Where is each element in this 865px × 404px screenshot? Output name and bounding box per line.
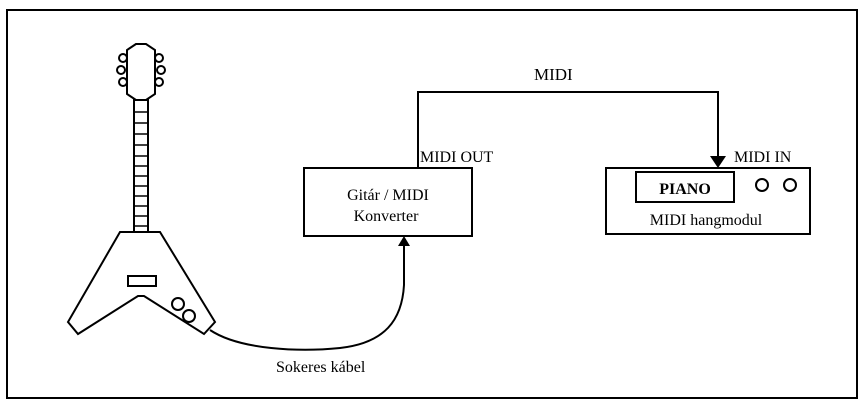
midi-in-label: MIDI IN — [734, 149, 792, 166]
guitar-knob — [172, 298, 184, 310]
guitar-knob — [183, 310, 195, 322]
midi-label: MIDI — [534, 65, 573, 84]
tuning-peg — [119, 78, 127, 86]
midi-arrowhead — [710, 156, 726, 168]
guitar-pickup — [128, 276, 156, 286]
tuning-peg — [155, 78, 163, 86]
tuning-peg — [155, 54, 163, 62]
converter-label-line2: Konverter — [354, 208, 420, 225]
guitar-body — [68, 232, 215, 334]
cable-arrowhead — [398, 236, 410, 246]
guitar-headstock — [127, 44, 155, 100]
sound-module-display-text: PIANO — [659, 181, 711, 198]
tuning-peg — [119, 54, 127, 62]
midi-out-label: MIDI OUT — [420, 149, 494, 166]
tuning-peg — [117, 66, 125, 74]
cable-label: Sokeres kábel — [276, 359, 366, 376]
sound-module-name: MIDI hangmodul — [650, 212, 763, 229]
converter-label-line1: Gitár / MIDI — [347, 187, 429, 204]
electric-guitar-icon — [68, 44, 215, 334]
multicore-cable — [210, 244, 404, 350]
sound-module-knob — [784, 179, 796, 191]
sound-module-knob — [756, 179, 768, 191]
tuning-peg — [157, 66, 165, 74]
guitar-frets — [134, 112, 148, 226]
